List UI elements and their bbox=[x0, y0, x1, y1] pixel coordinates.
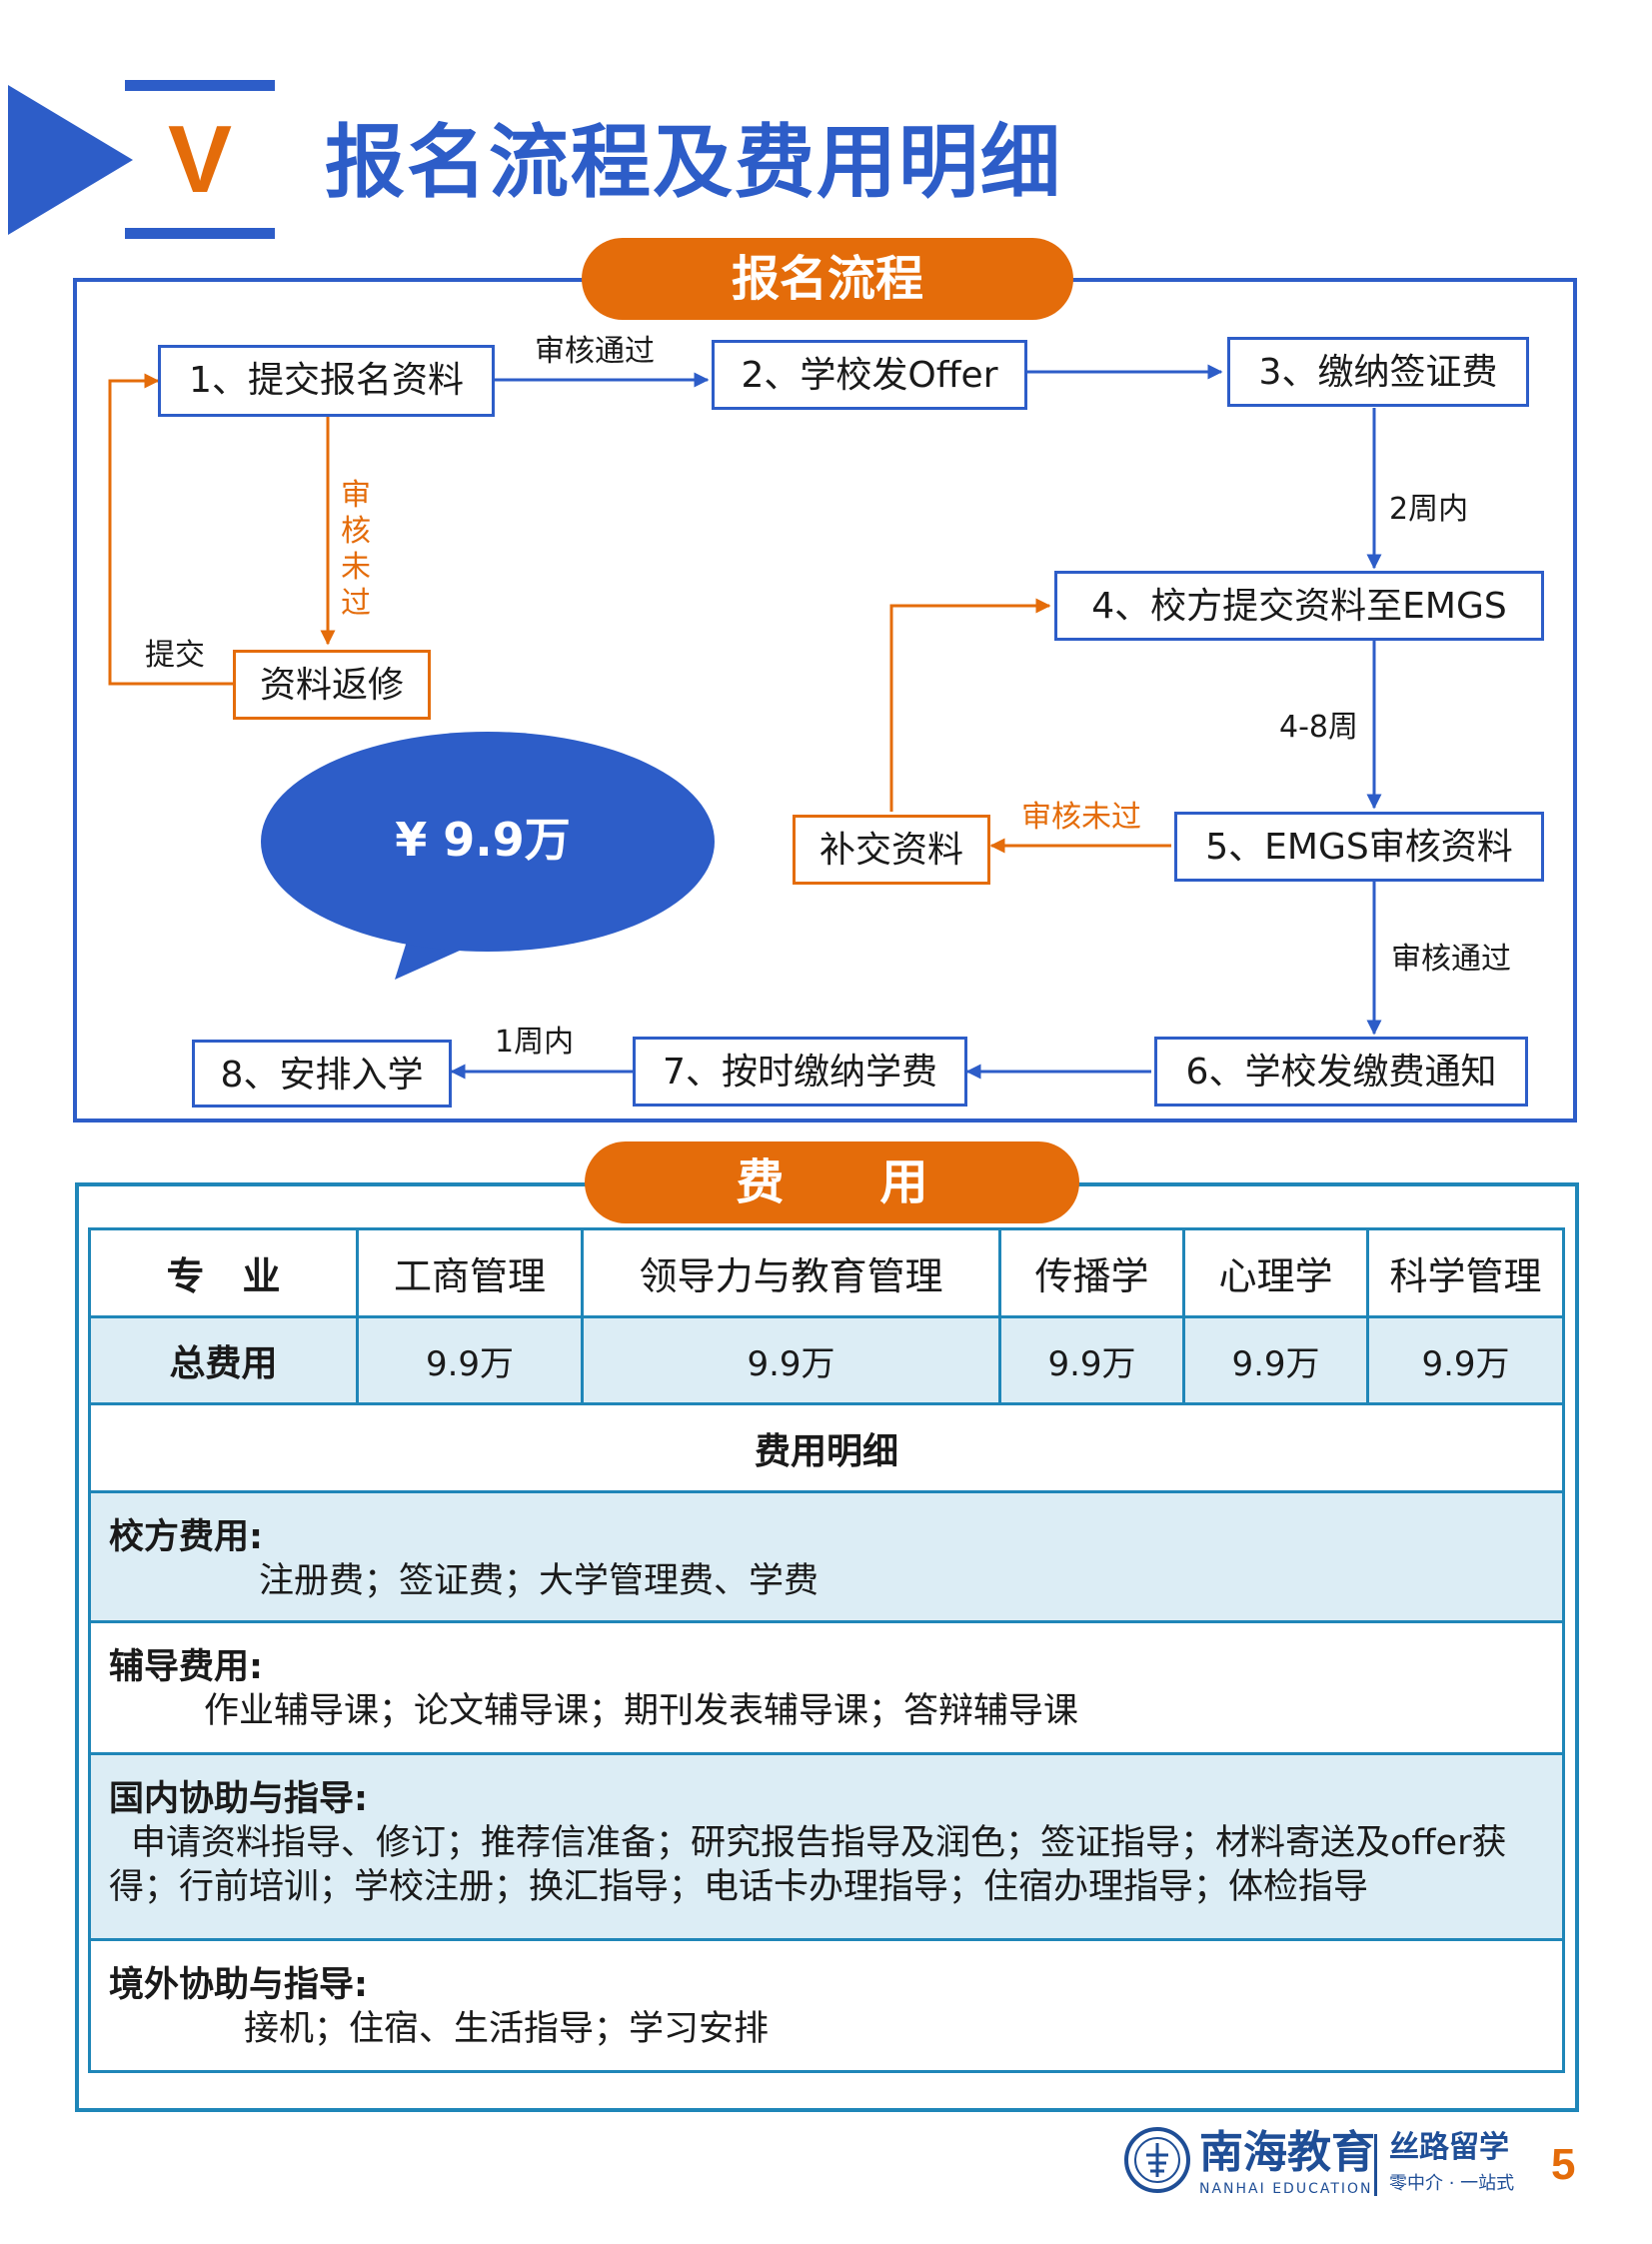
footer-brand: 南海教育 bbox=[1199, 2127, 1375, 2178]
label-two-weeks: 2周内 bbox=[1389, 492, 1469, 527]
label-approved-1: 审核通过 bbox=[535, 334, 655, 369]
label-approved-2: 审核通过 bbox=[1391, 942, 1511, 977]
table-row-overseas-assist: 境外协助与指导: 接机；住宿、生活指导；学习安排 bbox=[88, 1938, 1565, 2073]
table-row-detail-title: 费用明细 bbox=[88, 1402, 1565, 1493]
major-cell: 工商管理 bbox=[356, 1227, 584, 1318]
footer-subslogan: 零中介 · 一站式 bbox=[1389, 2173, 1515, 2194]
fees-pill: 费 用 bbox=[585, 1141, 1079, 1223]
major-header-cell: 专 业 bbox=[88, 1227, 359, 1318]
header-line-top bbox=[125, 80, 275, 91]
fee-table: 专 业 工商管理 领导力与教育管理 传播学 心理学 科学管理 总费用 9.9万 … bbox=[88, 1227, 1565, 2073]
section-title: 辅导费用: bbox=[109, 1647, 263, 1687]
tutoring-fees-cell: 辅导费用: 作业辅导课；论文辅导课；期刊发表辅导课；答辩辅导课 bbox=[88, 1620, 1565, 1755]
price-bubble bbox=[261, 732, 715, 952]
step-8-box: 8、安排入学 bbox=[192, 1040, 452, 1108]
section-body: 注册费；签证费；大学管理费、学费 bbox=[259, 1561, 820, 1601]
price-bubble-text: ¥ 9.9万 bbox=[395, 813, 571, 867]
total-cell: 9.9万 bbox=[581, 1315, 1001, 1405]
footer-slogan: 丝路留学 bbox=[1389, 2130, 1509, 2165]
arrow-supplement-to-4 bbox=[889, 598, 1051, 812]
step-5-box: 5、EMGS审核资料 bbox=[1174, 812, 1544, 882]
supplement-box: 补交资料 bbox=[793, 815, 990, 885]
domestic-assist-cell: 国内协助与指导: 申请资料指导、修订；推荐信准备；研究报告指导及润色；签证指导；… bbox=[88, 1752, 1565, 1941]
step-3-box: 3、缴纳签证费 bbox=[1227, 337, 1529, 407]
step-6-box: 6、学校发缴费通知 bbox=[1154, 1037, 1528, 1107]
major-cell: 心理学 bbox=[1182, 1227, 1369, 1318]
total-label-cell: 总费用 bbox=[88, 1315, 359, 1405]
table-row-totals: 总费用 9.9万 9.9万 9.9万 9.9万 9.9万 bbox=[88, 1315, 1565, 1405]
arrow-revise-to-1 bbox=[108, 373, 233, 686]
section-body: 接机；住宿、生活指导；学习安排 bbox=[244, 2009, 770, 2049]
table-row-majors: 专 业 工商管理 领导力与教育管理 传播学 心理学 科学管理 bbox=[88, 1227, 1565, 1318]
section-body: 作业辅导课；论文辅导课；期刊发表辅导课；答辩辅导课 bbox=[204, 1691, 1079, 1731]
process-pill: 报名流程 bbox=[582, 238, 1073, 320]
table-row-school-fees: 校方费用: 注册费；签证费；大学管理费、学费 bbox=[88, 1490, 1565, 1623]
header-triangle-icon bbox=[8, 85, 133, 235]
total-cell: 9.9万 bbox=[998, 1315, 1185, 1405]
section-title: 校方费用: bbox=[109, 1517, 263, 1557]
header-line-bottom bbox=[125, 228, 275, 239]
section-body: 申请资料指导、修订；推荐信准备；研究报告指导及润色；签证指导；材料寄送及offe… bbox=[109, 1823, 1507, 1907]
major-cell: 科学管理 bbox=[1366, 1227, 1565, 1318]
total-cell: 9.9万 bbox=[1182, 1315, 1369, 1405]
page-number: 5 bbox=[1551, 2140, 1576, 2189]
page-title: 报名流程及费用明细 bbox=[325, 116, 1062, 209]
major-cell: 领导力与教育管理 bbox=[581, 1227, 1001, 1318]
overseas-assist-cell: 境外协助与指导: 接机；住宿、生活指导；学习安排 bbox=[88, 1938, 1565, 2073]
step-1-box: 1、提交报名资料 bbox=[158, 345, 495, 417]
footer-brand-en: NANHAI EDUCATION bbox=[1199, 2181, 1373, 2197]
section-title: 境外协助与指导: bbox=[109, 1965, 368, 2005]
total-cell: 9.9万 bbox=[356, 1315, 584, 1405]
label-rejected-1: 审核未过 bbox=[341, 478, 371, 621]
step-4-box: 4、校方提交资料至EMGS bbox=[1054, 571, 1544, 641]
section-numeral: V bbox=[167, 106, 233, 213]
section-title: 国内协助与指导: bbox=[109, 1779, 368, 1819]
major-cell: 传播学 bbox=[998, 1227, 1185, 1318]
label-four-eight-weeks: 4-8周 bbox=[1279, 710, 1358, 745]
table-row-domestic-assist: 国内协助与指导: 申请资料指导、修订；推荐信准备；研究报告指导及润色；签证指导；… bbox=[88, 1752, 1565, 1941]
label-one-week: 1周内 bbox=[495, 1025, 575, 1060]
nanhai-logo-icon bbox=[1124, 2127, 1190, 2193]
school-fees-cell: 校方费用: 注册费；签证费；大学管理费、学费 bbox=[88, 1490, 1565, 1623]
table-row-tutoring-fees: 辅导费用: 作业辅导课；论文辅导课；期刊发表辅导课；答辩辅导课 bbox=[88, 1620, 1565, 1755]
detail-title-cell: 费用明细 bbox=[88, 1402, 1565, 1493]
step-7-box: 7、按时缴纳学费 bbox=[633, 1037, 967, 1107]
revise-box: 资料返修 bbox=[233, 650, 431, 720]
step-2-box: 2、学校发Offer bbox=[712, 340, 1027, 410]
total-cell: 9.9万 bbox=[1366, 1315, 1565, 1405]
label-rejected-2: 审核未过 bbox=[1021, 800, 1141, 835]
label-resubmit: 提交 bbox=[145, 638, 205, 673]
footer-divider bbox=[1374, 2134, 1377, 2196]
